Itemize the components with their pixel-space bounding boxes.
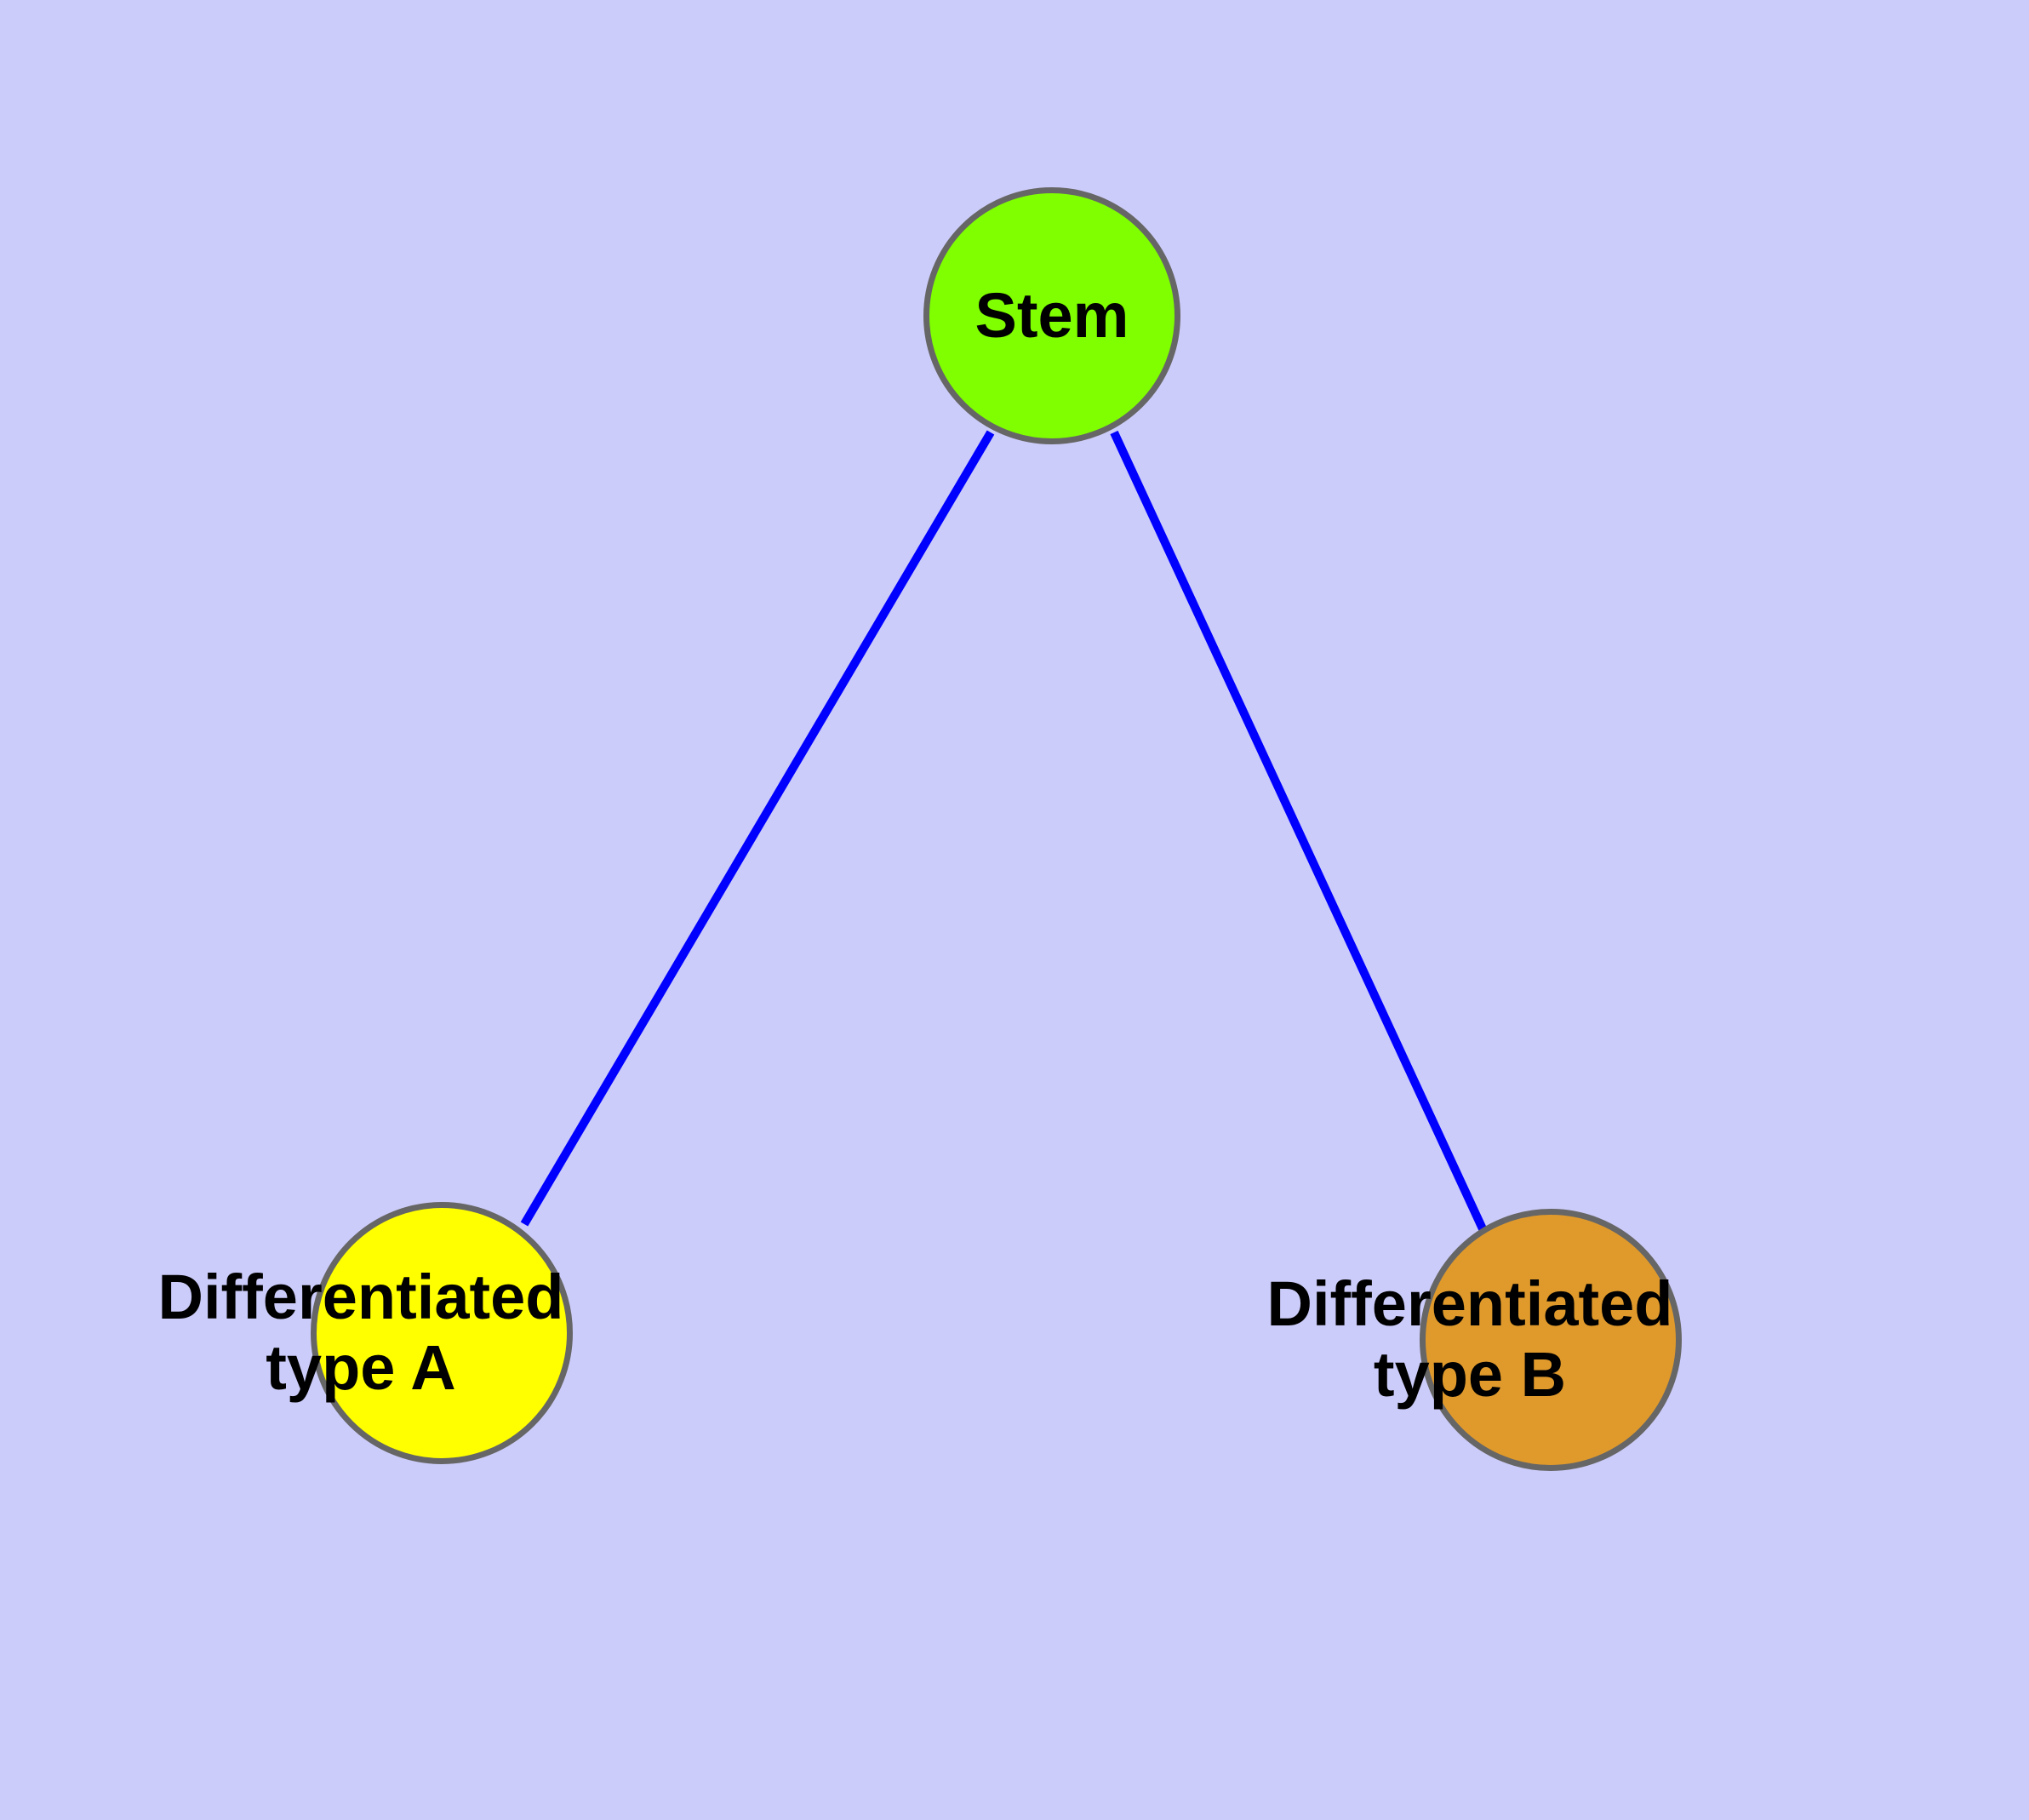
node-diff_b[interactable] bbox=[1420, 1209, 1682, 1471]
node-circle-diff_b[interactable] bbox=[1420, 1209, 1682, 1471]
node-circle-diff_a[interactable] bbox=[311, 1202, 573, 1464]
node-circle-stem[interactable] bbox=[923, 187, 1180, 444]
edge-stem-to-diff_b bbox=[1110, 430, 1489, 1237]
node-diff_a[interactable] bbox=[311, 1202, 573, 1464]
node-stem[interactable] bbox=[923, 187, 1180, 444]
edge-stem-to-diff_a bbox=[520, 430, 995, 1227]
